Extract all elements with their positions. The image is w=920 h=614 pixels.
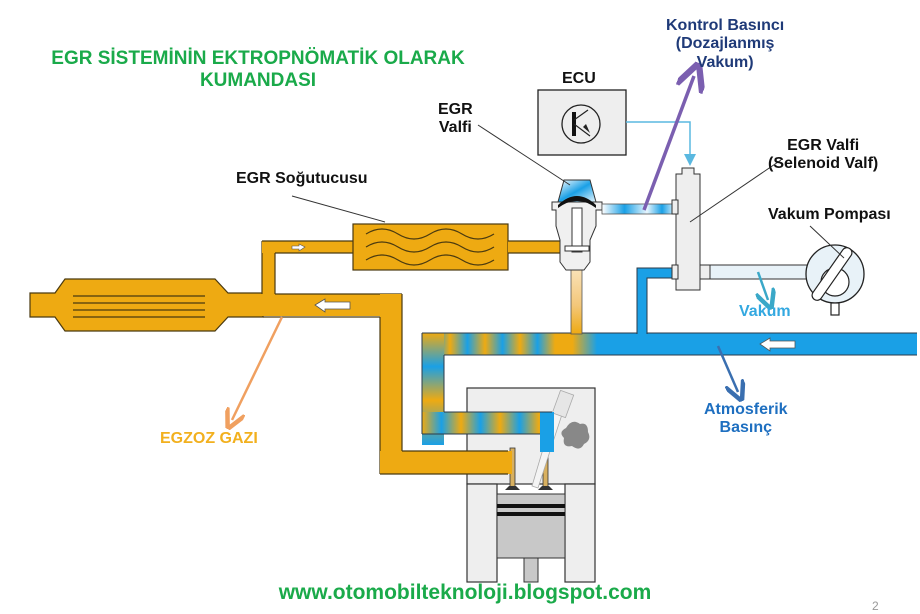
exhaust-gas-arrow <box>232 316 284 420</box>
control-pressure-arrow <box>642 76 694 211</box>
atmospheric-arrow <box>716 345 738 392</box>
control-pressure-line2: (Dozajlanmış <box>675 35 775 53</box>
vacuum-arrow <box>758 271 768 300</box>
vacuum-pump-label: Vakum Pompası <box>768 206 891 223</box>
vacuum-branch-pipe <box>636 267 675 334</box>
exhaust-flow-arrow <box>314 298 351 313</box>
leader-vacuum-pump <box>809 225 845 259</box>
solenoid-valve-label: EGR Valfi (Selenoid Valf) <box>768 137 878 174</box>
engine-block <box>466 387 596 583</box>
title-line-2: KUMANDASI <box>199 69 317 91</box>
egr-flow-arrow <box>291 243 306 252</box>
combustion-cloud <box>561 421 590 449</box>
transistor-icon <box>561 104 601 144</box>
diagram-title: EGR SİSTEMİNİN EKTROPNÖMATİK OLARAK KUMA… <box>18 48 498 92</box>
atmospheric-pressure-label: Atmosferik Basınç <box>704 401 788 438</box>
atmospheric-line2: Basınç <box>719 419 773 437</box>
control-pressure-label: Kontrol Basıncı (Dozajlanmış Vakum) <box>666 17 784 72</box>
page-number: 2 <box>872 599 879 613</box>
solenoid-label-line1: EGR Valfi <box>787 137 860 154</box>
ecu-signal-line <box>626 121 696 166</box>
vacuum-label: Vakum <box>739 303 791 320</box>
egr-valve-label: EGR Valfi <box>438 101 473 138</box>
solenoid-valve <box>671 167 711 291</box>
leader-egr-cooler <box>291 195 386 223</box>
website-url[interactable]: www.otomobilteknoloji.blogspot.com <box>278 581 652 604</box>
leader-egr-valve <box>477 124 571 186</box>
egr-valve <box>551 179 603 271</box>
cooler-waves <box>365 228 495 266</box>
egr-valve-label-line2: Valfi <box>438 119 472 137</box>
ecu-label: ECU <box>562 70 596 87</box>
piston <box>496 493 566 583</box>
title-line-1: EGR SİSTEMİNİN EKTROPNÖMATİK OLARAK <box>51 48 465 69</box>
ecu-box <box>537 89 627 156</box>
egr-cooler-label: EGR Soğutucusu <box>236 170 368 187</box>
control-pressure-line3: Vakum) <box>696 53 754 71</box>
control-pressure-line1: Kontrol Basıncı <box>666 17 785 34</box>
egr-return-pipe <box>570 261 583 335</box>
solenoid-label-line2: (Selenoid Valf) <box>768 155 879 173</box>
exhaust-gas-label: EGZOZ GAZI <box>160 430 258 447</box>
muffler-lines <box>73 295 205 318</box>
leader-solenoid <box>689 159 782 223</box>
atmospheric-line1: Atmosferik <box>704 401 788 418</box>
egr-valve-label-line1: EGR <box>438 101 473 118</box>
vacuum-pump <box>709 244 865 316</box>
control-pressure-pipe <box>601 203 678 215</box>
intake-pipe <box>421 332 917 452</box>
intake-flow-arrow <box>759 337 796 352</box>
